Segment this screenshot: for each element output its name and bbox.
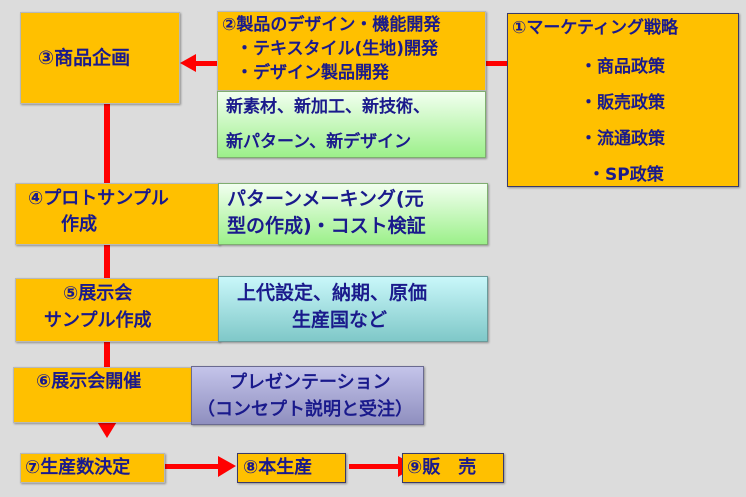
arrowhead-to-step3 bbox=[180, 54, 196, 72]
step1-title: ①マーケティング戦略 bbox=[512, 18, 679, 38]
step1-item: ・SP政策 bbox=[588, 165, 664, 185]
step3-title: ③商品企画 bbox=[38, 47, 131, 69]
step5-title-line: サンプル作成 bbox=[44, 310, 152, 331]
step6-note-line: （コンセプト説明と受注） bbox=[197, 399, 413, 420]
arrowhead-to-step7 bbox=[96, 420, 118, 438]
step4-title-line: ④プロトサンプル bbox=[28, 188, 169, 209]
step4-note-line: パターンメーキング(元 bbox=[227, 188, 424, 210]
arrow-7-to-8-shaft bbox=[165, 464, 221, 469]
step1-item: ・商品政策 bbox=[580, 57, 665, 77]
step2-box: ②製品のデザイン・機能開発 ・テキスタイル(生地)開発 ・デザイン製品開発 bbox=[217, 11, 486, 91]
step9-box: ⑨販 売 bbox=[402, 453, 504, 483]
step5-box: ⑤展示会 サンプル作成 bbox=[15, 278, 220, 342]
connector-2-to-3 bbox=[196, 61, 218, 66]
step6-box: ⑥展示会開催 bbox=[13, 367, 193, 423]
step6-note-box: プレゼンテーション （コンセプト説明と受注） bbox=[191, 366, 424, 425]
arrow-8-to-9-shaft bbox=[349, 464, 401, 469]
step2-note-line: 新パターン、新デザイン bbox=[226, 132, 412, 152]
step4-note-line: 型の作成)・コスト検証 bbox=[227, 215, 426, 237]
step7-box: ⑦生産数決定 bbox=[20, 453, 165, 483]
connector-1-to-2 bbox=[485, 61, 507, 66]
step8-title: ⑧本生産 bbox=[243, 457, 313, 478]
arrowhead-to-step8 bbox=[218, 456, 236, 477]
step2-note-line: 新素材、新加工、新技術、 bbox=[226, 97, 430, 117]
step4-title-line: 作成 bbox=[61, 214, 97, 235]
step1-box: ①マーケティング戦略 ・商品政策 ・販売政策 ・流通政策 ・SP政策 bbox=[507, 13, 739, 187]
step6-note-line: プレゼンテーション bbox=[229, 372, 391, 393]
step4-note-box: パターンメーキング(元 型の作成)・コスト検証 bbox=[218, 183, 488, 245]
step2-item: ・デザイン製品開発 bbox=[236, 63, 389, 83]
step6-title: ⑥展示会開催 bbox=[36, 371, 142, 392]
step1-item: ・販売政策 bbox=[580, 93, 665, 113]
step5-title-line: ⑤展示会 bbox=[63, 283, 133, 304]
step1-item: ・流通政策 bbox=[580, 129, 665, 149]
step8-box: ⑧本生産 bbox=[237, 453, 346, 483]
step3-box: ③商品企画 bbox=[20, 12, 180, 104]
step2-note-box: 新素材、新加工、新技術、 新パターン、新デザイン bbox=[217, 91, 486, 158]
step5-note-line: 上代設定、納期、原価 bbox=[237, 282, 428, 304]
step7-title: ⑦生産数決定 bbox=[25, 457, 131, 478]
step2-item: ・テキスタイル(生地)開発 bbox=[236, 39, 439, 59]
step5-note-box: 上代設定、納期、原価 生産国など bbox=[218, 276, 488, 342]
step5-note-line: 生産国など bbox=[292, 309, 388, 331]
connector-vertical bbox=[104, 104, 110, 422]
step4-box: ④プロトサンプル 作成 bbox=[15, 183, 220, 245]
step9-title: ⑨販 売 bbox=[407, 457, 477, 478]
step2-title: ②製品のデザイン・機能開発 bbox=[222, 15, 441, 35]
